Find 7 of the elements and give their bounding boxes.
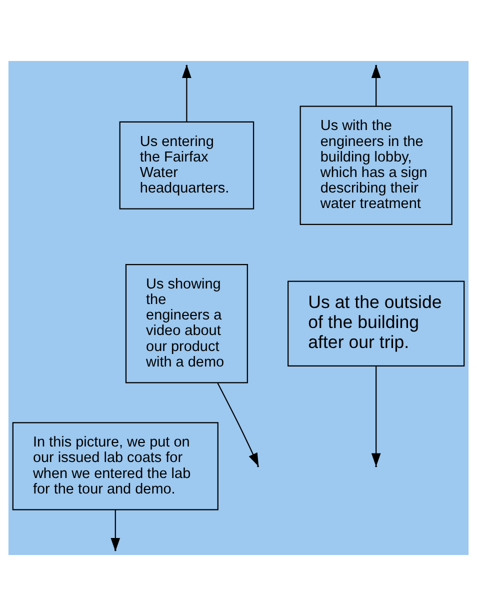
node-box: Us entering the Fairfax Water headquarters. [119, 120, 254, 209]
node-box: Us showing the engineers a video about our product with a demo [125, 264, 248, 383]
node-box: In this picture, we put on our issued lab coats for when we entered the lab for the tour and demo. [12, 422, 218, 510]
node-box: Us with the engineers in the building lobby, which has a sign describing their water treatment [300, 105, 452, 224]
node-box: Us at the outside of the building after our trip. [288, 280, 465, 366]
arrow [371, 366, 381, 466]
arrow [217, 382, 259, 466]
